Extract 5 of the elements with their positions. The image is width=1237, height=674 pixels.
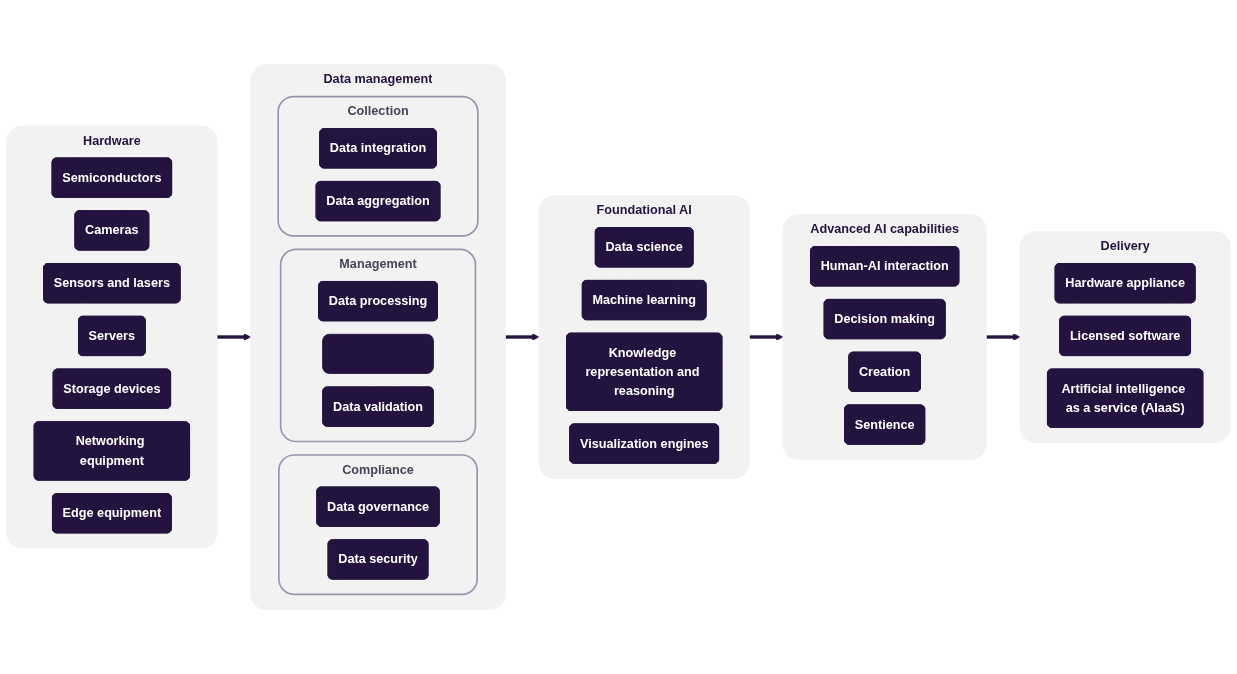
arrow (505, 333, 540, 341)
arrow (216, 333, 252, 341)
node-box (322, 333, 434, 374)
arrow (986, 333, 1021, 341)
arrow (749, 333, 784, 341)
